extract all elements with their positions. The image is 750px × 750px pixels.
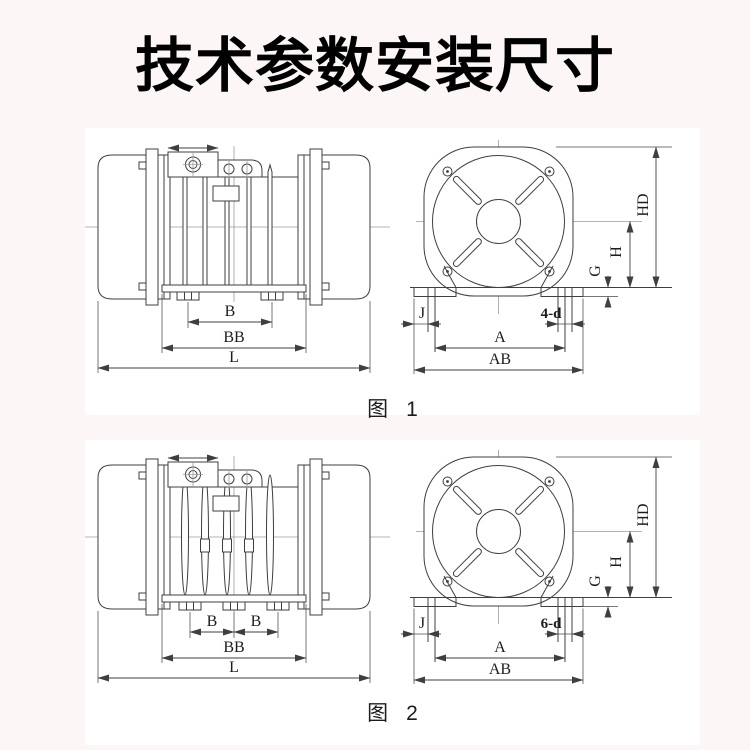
- flange-left: [138, 148, 171, 306]
- front-view-dimensions: HD H G J 4-d A AB: [401, 146, 672, 374]
- dim-label-a: A: [494, 329, 506, 346]
- flange-right: [297, 148, 330, 306]
- dim-label-holes: 6-d: [541, 616, 562, 632]
- dim-label-b: B: [225, 303, 236, 320]
- dim-label-ab: AB: [489, 661, 511, 678]
- end-cover-left: [97, 464, 147, 610]
- dim-label-g: G: [587, 575, 604, 587]
- end-cover-left: [97, 154, 147, 300]
- dim-label-a: A: [494, 639, 506, 656]
- dim-label-l: L: [229, 349, 239, 366]
- hub-circle: [476, 509, 521, 554]
- figure-1-drawing: B BB L: [85, 140, 672, 374]
- cover-spokes: [452, 485, 545, 578]
- dim-label-holes: 4-d: [541, 306, 562, 322]
- dim-label-l: L: [229, 659, 239, 676]
- motor-side-view: B BB L: [85, 144, 390, 373]
- dim-label-h: H: [608, 246, 625, 258]
- cable-gland: [183, 461, 203, 488]
- side-view-dimensions: B BB L: [97, 294, 371, 373]
- figure-1-caption-number: 1: [406, 398, 418, 421]
- dim-label-g: G: [587, 265, 604, 277]
- mounting-base: [161, 594, 307, 611]
- cable-gland: [183, 151, 203, 178]
- figure-1-panel: B BB L: [85, 128, 700, 415]
- nameplate: [212, 495, 240, 512]
- dim-label-bb: BB: [223, 329, 244, 346]
- figure-2-caption-number: 2: [406, 702, 418, 725]
- cooling-fins: [182, 163, 273, 286]
- cable-entries: [223, 161, 253, 178]
- motor-side-view: B B BB L: [85, 454, 390, 683]
- dim-label-h: H: [608, 556, 625, 568]
- cover-bolts: [442, 476, 555, 587]
- dim-label-hd: HD: [635, 503, 652, 526]
- dim-label-j: J: [419, 615, 425, 632]
- end-cover-right: [321, 464, 371, 610]
- cover-bolts: [442, 166, 555, 277]
- dim-label-j: J: [419, 305, 425, 322]
- figure-2-panel: B B BB L: [85, 440, 700, 745]
- figure-2-caption-label: 图: [367, 701, 389, 725]
- dim-label-bb: BB: [223, 639, 244, 656]
- cable-entries: [223, 471, 253, 488]
- motor-front-view: HD H G J 6-d A AB: [401, 450, 672, 684]
- cover-spokes: [452, 175, 545, 268]
- side-view-dimensions: B B BB L: [97, 604, 371, 683]
- end-cover-right: [321, 154, 371, 300]
- dim-label-hd: HD: [635, 193, 652, 216]
- figure-2-drawing: B B BB L: [85, 450, 672, 684]
- motor-front-view: HD H G J 4-d A AB: [401, 140, 672, 374]
- cable-entry-housing: [217, 159, 263, 178]
- page-title: 技术参数安装尺寸: [134, 31, 615, 100]
- dim-label-ab: AB: [489, 351, 511, 368]
- cooling-fins: [181, 474, 274, 596]
- hub-circle: [476, 199, 521, 244]
- cable-entry-housing: [217, 469, 263, 488]
- nameplate: [212, 185, 240, 202]
- dim-label-b2: B: [251, 613, 262, 630]
- front-view-dimensions: HD H G J 6-d A AB: [401, 456, 672, 684]
- figure-1-caption-label: 图: [367, 397, 389, 421]
- dim-label-b1: B: [207, 613, 218, 630]
- front-feet: [413, 265, 584, 352]
- mounting-base: [161, 284, 307, 301]
